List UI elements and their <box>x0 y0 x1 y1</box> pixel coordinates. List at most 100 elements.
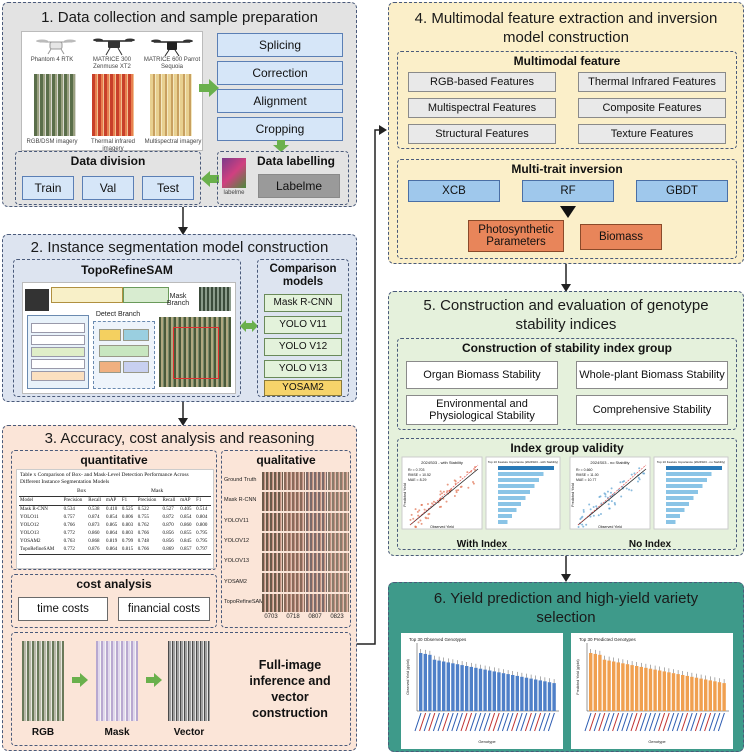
model-yolo-v13: YOLO V13 <box>264 360 342 378</box>
yield-bar <box>658 670 662 711</box>
qualitative-row-label: YOLOV13 <box>224 558 250 565</box>
index-group-validity-title: Index group validity <box>510 441 624 455</box>
quantitative-title: quantitative <box>80 453 148 467</box>
division-test: Test <box>142 176 194 200</box>
yield-bar <box>690 676 694 711</box>
importance-bar <box>666 496 694 500</box>
step-splicing: Splicing <box>217 33 343 57</box>
yield-bar <box>676 674 680 711</box>
table-header-cell: F1 <box>120 496 137 506</box>
scatter-point <box>592 514 595 517</box>
model-yolo-v12: YOLO V12 <box>264 338 342 356</box>
table-cell: 0.855 <box>180 531 192 536</box>
importance-bar <box>498 490 530 494</box>
yield-bar <box>515 675 519 711</box>
table-caption: Table x Comparison of Box- and Mask-Leve… <box>20 472 189 485</box>
importance-bar <box>498 496 526 500</box>
importance-bar <box>666 484 703 488</box>
data-division-panel: Data division Train Val Test <box>15 151 201 205</box>
drone-icon <box>151 39 193 57</box>
panel-instance-segmentation: 2. Instance segmentation model construct… <box>2 234 357 402</box>
genotype-tick-label <box>644 712 652 732</box>
scatter-point <box>619 481 622 484</box>
scatter-point <box>608 507 611 510</box>
yield-bar <box>625 664 630 711</box>
scatter-point <box>445 500 448 503</box>
scatter-point <box>620 495 623 498</box>
multimodal-feature-panel: Multimodal feature RGB-based Features Th… <box>397 51 737 149</box>
yield-bar <box>488 670 492 711</box>
scatter-point <box>473 468 476 471</box>
yield-bar <box>547 682 552 711</box>
qualitative-cell <box>284 532 305 552</box>
genotype-tick-label <box>667 712 675 732</box>
table-cell: 0.857 <box>179 546 196 555</box>
drone-label: MATRICE 600 Parrot Sequoia <box>143 57 201 70</box>
genotype-tick-label <box>690 712 698 732</box>
importance-bar <box>498 472 544 476</box>
qualitative-cell <box>328 472 349 491</box>
scatter-point <box>579 517 582 520</box>
genotype-tick-label <box>662 712 670 732</box>
step-alignment: Alignment <box>217 89 343 113</box>
yield-bar <box>598 654 602 711</box>
genotype-tick-label <box>534 712 542 732</box>
table-cell: YOLO13 <box>20 531 39 536</box>
yield-bar <box>593 653 597 711</box>
scatter-point <box>642 472 645 475</box>
scatter-point <box>417 514 420 517</box>
scatter-point <box>472 482 475 485</box>
scatter-point <box>410 513 413 516</box>
scatter-point <box>585 523 588 526</box>
table-header-cell: Recall <box>87 496 106 506</box>
qualitative-cell <box>328 532 349 552</box>
table-cell: 0.527 <box>162 507 174 512</box>
scatter-point <box>416 510 419 513</box>
genotype-tick-label <box>469 712 477 732</box>
yield-bar <box>465 666 469 711</box>
panel6-title: 6. Yield prediction and high-yield varie… <box>433 590 699 626</box>
green-arrow-left <box>201 171 219 187</box>
table-header-cell: mAP <box>105 496 121 506</box>
scatter-point <box>414 508 417 511</box>
table-cell: 0.815 <box>120 546 137 555</box>
scatter-point <box>439 493 442 496</box>
scatter-point <box>637 480 640 483</box>
scatter-plot-stat: R² = 0.703 <box>408 468 424 472</box>
inference-panel: RGB Mask Vector Full-image inference and… <box>11 632 351 746</box>
yield-bar <box>713 681 717 711</box>
table-cell: 0.763 <box>63 539 75 544</box>
yield-bar <box>538 680 542 711</box>
importance-bar <box>666 466 722 470</box>
yield-bar <box>529 678 533 711</box>
qualitative-cell <box>262 492 283 511</box>
table-cell: 0.860 <box>88 531 100 536</box>
bar-chart-xlabel: Genotype <box>478 739 496 744</box>
panel-data-collection: 1. Data collection and sample preparatio… <box>2 2 357 207</box>
scatter-point <box>446 483 449 486</box>
yield-bar <box>520 676 524 711</box>
flow-arrow <box>178 207 188 235</box>
scatter-point <box>453 495 456 498</box>
identity-line <box>409 464 479 526</box>
table-header-cell: mAP <box>179 496 196 506</box>
scatter-point <box>637 476 640 479</box>
importance-bar <box>666 478 707 482</box>
table-cell: 0.803 <box>121 523 134 528</box>
table-cell: 0.860 <box>180 523 192 528</box>
qualitative-cell <box>284 593 305 612</box>
importance-bar <box>498 514 512 518</box>
stability-index-group-title: Construction of stability index group <box>462 341 672 355</box>
feature-thermal: Thermal Infrared Features <box>578 72 726 92</box>
scatter-point <box>455 491 458 494</box>
table-cell: 0.819 <box>106 539 118 544</box>
importance-chart-title: Top 10 Feature Importance (2024S03 - no … <box>657 460 725 464</box>
green-arrow-right <box>146 673 162 687</box>
qualitative-cell <box>284 573 305 592</box>
qualitative-cell <box>262 472 283 491</box>
quantitative-panel: quantitative Table x Comparison of Box- … <box>11 450 217 570</box>
genotype-tick-label <box>423 712 431 732</box>
table-cell: 0.874 <box>88 515 100 520</box>
scatter-point <box>427 513 430 516</box>
